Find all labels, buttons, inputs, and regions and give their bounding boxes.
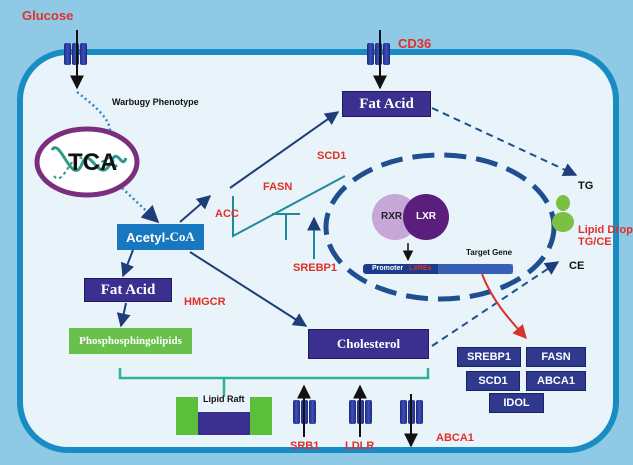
acetyl-coa-box: Acetyl-CoA <box>117 224 204 250</box>
raft-bracket <box>118 368 430 380</box>
scd1-label: SCD1 <box>317 150 347 162</box>
acetyl-to-fatacid-arrow <box>229 111 340 189</box>
tca-label: TCA <box>68 149 118 176</box>
srebp1-label: SREBP1 <box>293 262 338 274</box>
warburg-path <box>76 91 112 133</box>
srebp1-regulation-line <box>232 175 346 238</box>
gene-box-srebp1: SREBP1 <box>457 347 521 367</box>
tg-ce-label: TG/CE <box>578 236 612 248</box>
ldlr-label: LDLR <box>345 440 375 452</box>
fasn-label: FASN <box>263 181 293 193</box>
abca1-label: ABCA1 <box>436 432 474 444</box>
ldlr-transporter <box>349 400 372 424</box>
rxr-label: RXR <box>381 211 403 222</box>
target-gene-arrow <box>481 273 527 340</box>
gene-box-fasn: FASN <box>526 347 586 367</box>
srb1-label: SRB1 <box>290 440 320 452</box>
lipid-raft <box>176 397 272 435</box>
cholesterol-to-ce-arrow <box>431 261 560 347</box>
cholesterol-box: Cholesterol <box>308 329 429 359</box>
acetyl-to-cholesterol-arrow <box>189 251 308 327</box>
tca-to-acetyl-path <box>121 187 160 224</box>
gene-box-idol: IDOL <box>489 393 544 413</box>
warburg-label: Warbugy Phenotype <box>112 97 199 107</box>
glucose-label: Glucose <box>22 8 74 23</box>
lxr-label: LXR <box>416 211 436 222</box>
glucose-transporter <box>64 43 87 65</box>
lxr-receptor <box>403 194 449 240</box>
cd36-transporter <box>367 43 390 65</box>
target-gene-label: Target Gene <box>466 248 513 257</box>
fat-acid-top-box: Fat Acid <box>342 91 431 117</box>
fatacid-to-tg-arrow <box>431 107 578 177</box>
lipid-droplet-small <box>556 195 570 211</box>
gene-box-scd1: SCD1 <box>466 371 520 391</box>
lipid-raft-label: Lipid Raft <box>203 394 245 404</box>
cd36-label: CD36 <box>398 36 432 51</box>
lipid-droplet-label: Lipid Droplet <box>578 224 633 236</box>
hmgcr-label: HMGCR <box>184 296 226 308</box>
acc-label: ACC <box>215 208 239 220</box>
mitochondrion <box>34 126 140 198</box>
lipid-droplet-large <box>552 212 574 232</box>
gene-box-abca1: ABCA1 <box>526 371 586 391</box>
lxres-label: LXREs <box>409 265 432 272</box>
fat-acid-left-box: Fat Acid <box>84 278 172 302</box>
promoter-label: Promoter <box>372 265 404 272</box>
phospholipids-box: Phosphosphingolipids <box>69 328 192 354</box>
tg-label: TG <box>578 180 594 192</box>
ce-label: CE <box>569 260 585 272</box>
